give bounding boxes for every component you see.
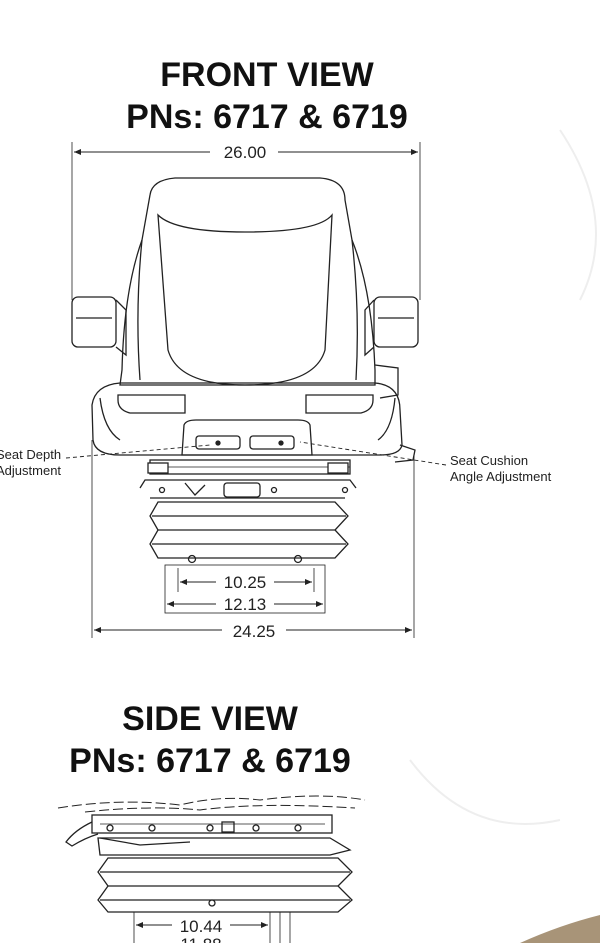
background-swoosh bbox=[409, 129, 597, 825]
seat-depth-callout-line2: Adjustment bbox=[0, 463, 62, 478]
dim-outer-base: 12.13 bbox=[224, 595, 267, 614]
side-dim-inner-base: 10.44 bbox=[180, 917, 223, 936]
front-view-part-numbers: PNs: 6717 & 6719 bbox=[126, 98, 408, 136]
seat-cushion-angle-callout: Seat Cushion Angle Adjustment bbox=[450, 453, 551, 485]
dim-overall-width: 26.00 bbox=[224, 143, 267, 162]
background-fabric-corner bbox=[520, 915, 600, 943]
side-view-part-numbers: PNs: 6717 & 6719 bbox=[69, 742, 351, 780]
side-seat-drawing bbox=[57, 795, 366, 943]
front-seat-drawing bbox=[65, 142, 447, 638]
seat-cushion-callout-line2: Angle Adjustment bbox=[450, 469, 552, 484]
dim-inner-base: 10.25 bbox=[224, 573, 267, 592]
side-view-title: SIDE VIEW bbox=[122, 700, 298, 738]
seat-cushion-callout-line1: Seat Cushion bbox=[450, 453, 529, 468]
dim-base-width: 24.25 bbox=[233, 622, 276, 641]
side-dim-outer-base: 11.88 bbox=[180, 935, 221, 943]
front-view-title: FRONT VIEW bbox=[160, 56, 374, 94]
seat-depth-callout: Seat Depth Adjustment bbox=[0, 447, 61, 479]
seat-depth-callout-line1: Seat Depth bbox=[0, 447, 62, 462]
